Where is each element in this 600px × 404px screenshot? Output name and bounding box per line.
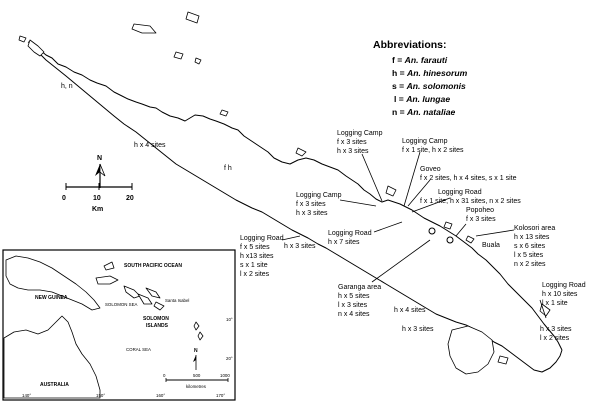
svg-text:20°: 20° — [226, 356, 233, 361]
svg-text:N: N — [194, 348, 198, 354]
label-h-x3-south: h x 3 sites — [402, 326, 434, 333]
plain-labels: h, n h x 4 sites f h h x 3 sites Buala h… — [61, 83, 572, 342]
scale-tick-10: 10 — [93, 195, 101, 202]
svg-text:h x 3 sites: h x 3 sites — [296, 210, 328, 217]
svg-text:s x 6 sites: s x 6 sites — [514, 243, 546, 250]
svg-text:f x 3 sites: f x 3 sites — [296, 201, 326, 208]
legend-item-l: l = An. lungae — [394, 94, 450, 104]
label-h-n: h, n — [61, 83, 73, 90]
site-label-logging-road-central: Logging Road h x 7 sites — [328, 230, 372, 246]
svg-text:Logging Road: Logging Road — [240, 235, 284, 242]
legend-title: Abbreviations: — [373, 39, 447, 51]
svg-text:f x 3 sites: f x 3 sites — [337, 139, 367, 146]
inset-map: SOUTH PACIFIC OCEAN NEW GUINEA SOLOMON S… — [2, 249, 236, 401]
label-h-x3-southeast: h x 3 sites — [540, 326, 572, 333]
svg-text:CORAL SEA: CORAL SEA — [126, 347, 151, 352]
site-label-logging-camp-central: Logging Camp f x 3 sites h x 3 sites — [296, 192, 342, 217]
site-label-garanga-area: Garanga area h x 5 sites l x 3 sites n x… — [338, 284, 381, 318]
svg-text:160°: 160° — [156, 393, 165, 398]
legend-item-f: f = An. farauti — [392, 55, 448, 65]
svg-text:170°: 170° — [216, 393, 225, 398]
label-f-h: f h — [224, 165, 232, 172]
svg-text:SOUTH PACIFIC OCEAN: SOUTH PACIFIC OCEAN — [124, 263, 182, 269]
scale-tick-20: 20 — [126, 195, 134, 202]
svg-text:f x 2 sites, h x 4 sites, s x: f x 2 sites, h x 4 sites, s x 1 site — [420, 175, 517, 182]
north-arrow: N — [95, 155, 106, 188]
legend-item-s: s = An. solomonis — [392, 81, 466, 91]
site-marker — [446, 236, 454, 244]
svg-text:Logging Road: Logging Road — [328, 230, 372, 237]
svg-text:Garanga area: Garanga area — [338, 284, 381, 291]
label-h-x3-west: h x 3 sites — [284, 243, 316, 250]
svg-text:kilometres: kilometres — [186, 384, 207, 389]
svg-text:Logging Camp: Logging Camp — [402, 138, 448, 145]
site-label-logging-camp-northeast: Logging Camp f x 1 site, h x 2 sites — [402, 138, 464, 154]
svg-text:f x 5 sites: f x 5 sites — [240, 244, 270, 251]
svg-text:h x 7 sites: h x 7 sites — [328, 239, 360, 246]
svg-text:10°: 10° — [226, 317, 233, 322]
svg-text:140°: 140° — [22, 393, 31, 398]
svg-text:AUSTRALIA: AUSTRALIA — [40, 382, 69, 388]
svg-text:Kolosori area: Kolosori area — [514, 225, 555, 232]
svg-text:Logging Camp: Logging Camp — [337, 130, 383, 137]
svg-text:Logging Camp: Logging Camp — [296, 192, 342, 199]
svg-text:Santa Isabel: Santa Isabel — [165, 298, 189, 303]
svg-text:Goveo: Goveo — [420, 166, 441, 173]
svg-text:Popoheo: Popoheo — [466, 207, 494, 214]
svg-text:ISLANDS: ISLANDS — [146, 323, 169, 329]
legend-item-h: h = An. hinesorum — [392, 68, 468, 78]
scale-tick-0: 0 — [62, 195, 66, 202]
svg-text:f x 1 site, h x 31 sites, n x: f x 1 site, h x 31 sites, n x 2 sites — [420, 198, 521, 205]
svg-text:h x 3 sites: h x 3 sites — [337, 148, 369, 155]
site-label-logging-road-east: Logging Road f x 1 site, h x 31 sites, n… — [420, 189, 521, 205]
island-coastline — [18, 11, 563, 375]
scale-bar: 0 10 20 Km — [62, 183, 134, 213]
svg-text:Logging Road: Logging Road — [542, 282, 586, 289]
svg-text:h x 5 sites: h x 5 sites — [338, 293, 370, 300]
svg-text:n x 2 sites: n x 2 sites — [514, 261, 546, 268]
svg-text:h x 13 sites: h x 13 sites — [514, 234, 550, 241]
svg-text:h x 10 sites: h x 10 sites — [542, 291, 578, 298]
svg-text:n x 4 sites: n x 4 sites — [338, 311, 370, 318]
svg-text:l x 5 sites: l x 5 sites — [514, 252, 544, 259]
site-label-logging-road-west: Logging Road f x 5 sites h x13 sites s x… — [240, 235, 284, 278]
svg-text:Logging Road: Logging Road — [438, 189, 482, 196]
site-label-goveo: Goveo f x 2 sites, h x 4 sites, s x 1 si… — [420, 166, 517, 182]
svg-text:s x 1 site: s x 1 site — [240, 262, 268, 269]
svg-text:500: 500 — [193, 373, 201, 378]
svg-text:SOLOMON: SOLOMON — [143, 316, 169, 322]
svg-text:NEW GUINEA: NEW GUINEA — [35, 295, 68, 301]
svg-text:h x13 sites: h x13 sites — [240, 253, 274, 260]
svg-text:SOLOMON SEA: SOLOMON SEA — [105, 302, 138, 307]
svg-text:l x 3 sites: l x 3 sites — [338, 302, 368, 309]
site-label-kolosori-area: Kolosori area h x 13 sites s x 6 sites l… — [514, 225, 555, 268]
svg-text:f x 3 sites: f x 3 sites — [466, 216, 496, 223]
label-h-x4-north: h x 4 sites — [134, 142, 166, 149]
site-marker — [428, 227, 436, 235]
label-l-x2-southeast: l x 2 sites — [540, 335, 570, 342]
leader-lines — [281, 151, 547, 319]
svg-text:f x 1 site, h x 2 sites: f x 1 site, h x 2 sites — [402, 147, 464, 154]
label-h-x4-south: h x 4 sites — [394, 307, 426, 314]
svg-text:l x 1 site: l x 1 site — [542, 300, 568, 307]
north-arrow-label: N — [97, 155, 102, 162]
site-label-popoheo: Popoheo f x 3 sites — [466, 207, 496, 223]
scale-unit: Km — [92, 206, 103, 213]
abbreviation-legend: Abbreviations: f = An. farauti h = An. h… — [373, 39, 468, 117]
label-buala: Buala — [482, 242, 500, 249]
legend-item-n: n = An. nataliae — [392, 107, 456, 117]
site-label-logging-camp-north: Logging Camp f x 3 sites h x 3 sites — [337, 130, 383, 155]
site-label-logging-road-southeast: Logging Road h x 10 sites l x 1 site — [542, 282, 586, 307]
svg-text:1000: 1000 — [220, 373, 230, 378]
svg-text:150°: 150° — [96, 393, 105, 398]
svg-text:l x 2 sites: l x 2 sites — [240, 271, 270, 278]
svg-text:0: 0 — [163, 373, 166, 378]
